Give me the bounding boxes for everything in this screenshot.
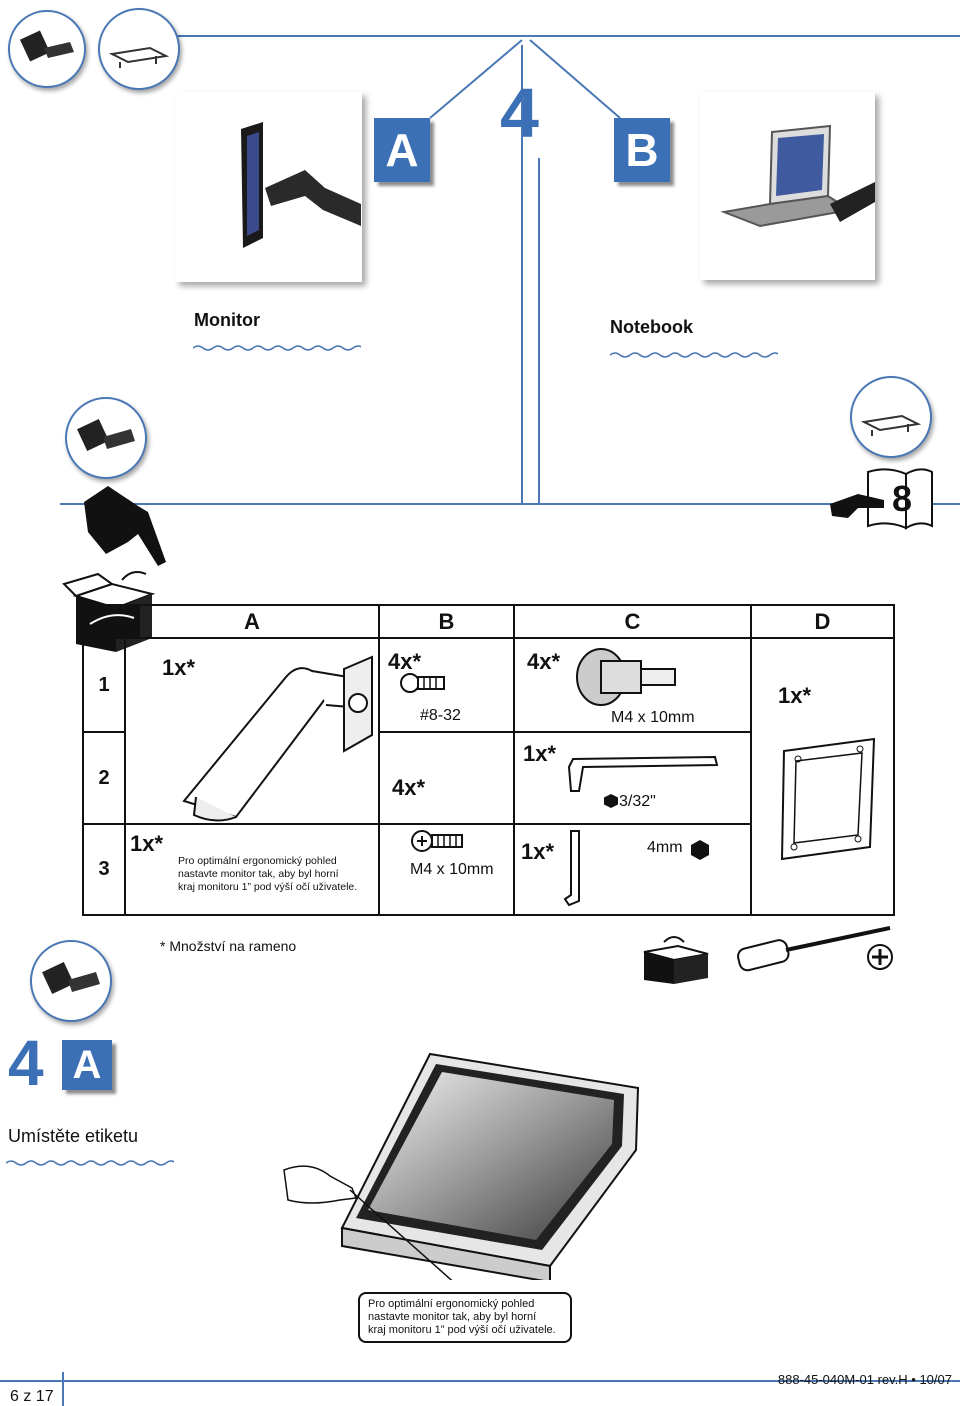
notebook-arm-circle-icon (98, 8, 180, 90)
hex-key-3-32-drawing (567, 755, 719, 792)
b-row3-label: M4 x 10mm (410, 861, 494, 878)
monitor-arm-circle-icon-2 (65, 397, 147, 479)
b-row1-label: #8-32 (420, 707, 461, 724)
monitor-label-underline (193, 345, 361, 351)
left-stem (521, 158, 523, 505)
row-number-3: 3 (82, 823, 126, 916)
monitor-label: Monitor (194, 310, 260, 330)
book-page-ref: 8 (892, 478, 913, 519)
cell-c-row1: 4x* M4 x 10mm (513, 637, 752, 733)
cell-b-row1: 4x* #8-32 (378, 637, 515, 733)
cell-d-plate: 1x* (750, 637, 895, 916)
a-row3-note-line-3: kraj monitoru 1” pod výší očí uživatele. (178, 881, 358, 893)
c-row2-qty: 1x* (523, 741, 557, 766)
c-row3-label: 4mm (647, 839, 683, 856)
step-4a-title-underline (6, 1160, 174, 1166)
parts-table: A B C D 1 1x* 4x* #8-32 4x* (82, 604, 895, 916)
vesa-plate-drawing (780, 737, 876, 861)
hex-icon-2 (691, 840, 709, 860)
quantity-footnote: * Množství na rameno (160, 938, 297, 954)
row-number-1: 1 (82, 637, 126, 733)
top-rule (150, 35, 960, 37)
callout-line-3: kraj monitoru 1” pod výší očí uživatele. (368, 1324, 556, 1336)
step-4a-number: 4 (8, 1027, 44, 1099)
footer-divider (62, 1372, 64, 1406)
cell-a-arm: 1x* (124, 637, 380, 825)
option-b-badge: B (614, 118, 670, 182)
b-row1-qty: 4x* (388, 649, 422, 674)
b-row2-qty: 4x* (392, 775, 426, 800)
notebook-arm-circle-icon-2 (850, 376, 932, 458)
step-4a-letter-badge: A (62, 1040, 112, 1090)
monitor-label-illustration (283, 1052, 640, 1280)
screwdriver-icon (737, 926, 891, 972)
a-row3-note-line-1: Pro optimální ergonomický pohled (178, 855, 337, 867)
bottom-rule (60, 503, 960, 505)
knob-screw-drawing (576, 648, 676, 706)
col-header-d: D (750, 604, 895, 639)
col-header-b: B (378, 604, 515, 639)
option-a-badge: A (374, 118, 430, 182)
cell-c-row3: 1x* 4mm (513, 823, 752, 916)
row-number-2: 2 (82, 731, 126, 825)
footer-rule (0, 1380, 960, 1382)
right-stem (538, 158, 540, 505)
a-row1-qty: 1x* (162, 655, 196, 680)
cell-c-row2: 1x* 3/32" (513, 731, 752, 825)
phillips-icon (867, 944, 893, 970)
c-row1-qty: 4x* (527, 649, 561, 674)
callout-line-2: nastavte monitor tak, aby byl horní (368, 1311, 537, 1323)
a-row3-note: Pro optimální ergonomický pohled nastavt… (178, 855, 378, 894)
col-header-c: C (513, 604, 752, 639)
cell-a-row3: 1x* Pro optimální ergonomický pohled nas… (124, 823, 380, 916)
a-row3-note-line-2: nastavte monitor tak, aby byl horní (178, 868, 339, 880)
screw-m4-drawing (411, 830, 463, 852)
notebook-photo (700, 92, 875, 280)
hex-icon (604, 794, 618, 808)
c-row2-label: 3/32" (619, 793, 656, 810)
c-row3-qty: 1x* (521, 839, 555, 864)
step-4a-callout: Pro optimální ergonomický pohled nastavt… (358, 1292, 572, 1343)
monitor-arm-circle-icon-3 (30, 940, 112, 1022)
page-number: 6 z 17 (10, 1388, 54, 1405)
notebook-label: Notebook (610, 317, 693, 337)
a-row3-qty: 1x* (130, 831, 164, 856)
toolbox-icon (643, 936, 709, 984)
book-reference-icon (830, 468, 933, 530)
monitor-photo (175, 92, 362, 282)
branch-lines (429, 39, 621, 158)
screw-8-32-drawing (400, 673, 445, 693)
d-qty: 1x* (778, 683, 812, 708)
cell-b-row2: 4x* (378, 731, 515, 825)
cell-b-row3: M4 x 10mm (378, 823, 515, 916)
step-4a-title: Umístěte etiketu (8, 1126, 139, 1146)
monitor-arm-circle-icon (8, 10, 86, 88)
hex-key-4mm-drawing (563, 830, 580, 907)
document-code: 888-45-040M-01 rev.H • 10/07 (777, 1372, 952, 1387)
ergotron-logo (82, 604, 140, 638)
step-number: 4 (500, 74, 539, 152)
pointing-hand-icon (84, 486, 166, 566)
callout-line-1: Pro optimální ergonomický pohled (368, 1298, 535, 1310)
col-header-a: A (124, 604, 380, 639)
c-row1-label: M4 x 10mm (611, 709, 695, 726)
notebook-label-underline (610, 352, 778, 358)
monitor-arm-drawing (182, 655, 373, 822)
